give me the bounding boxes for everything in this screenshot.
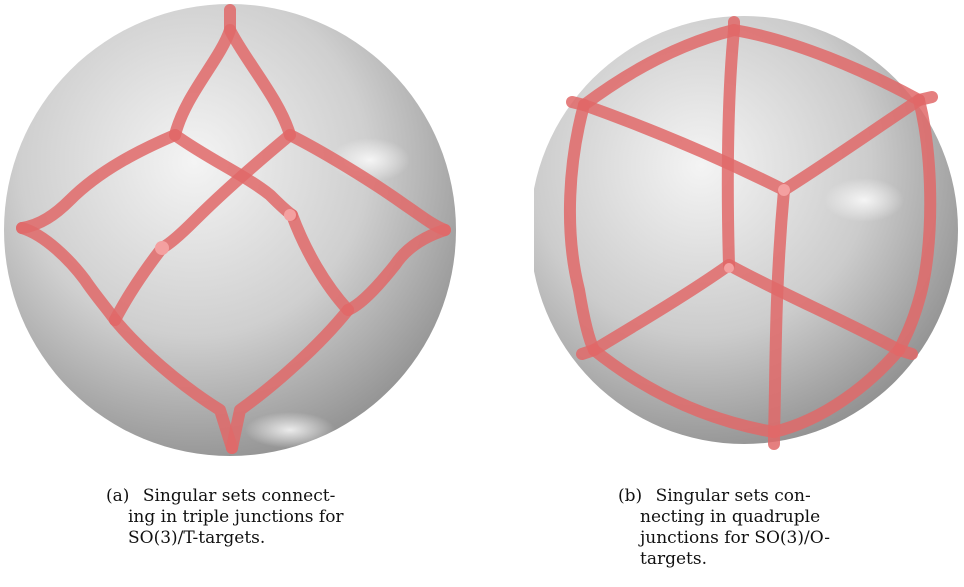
sphere-a xyxy=(4,4,456,456)
caption-b: (b) Singular sets con- necting in quadru… xyxy=(618,486,831,570)
caption-line: ing in triple junctions for xyxy=(128,507,344,527)
singular-curve xyxy=(563,99,600,356)
caption-line: targets. xyxy=(640,549,707,569)
singular-curve xyxy=(156,129,296,254)
singular-curve xyxy=(109,314,238,454)
sphere-render-b xyxy=(534,16,958,450)
singular-curve xyxy=(16,222,121,326)
singular-curve xyxy=(723,259,905,356)
caption-line: Singular sets connect- xyxy=(142,486,336,506)
singular-curve xyxy=(588,259,735,356)
caption-label: (a) xyxy=(106,486,130,506)
singular-curve xyxy=(109,242,168,326)
singular-stub xyxy=(893,344,918,360)
junction-dot xyxy=(778,184,790,196)
singular-stub xyxy=(576,344,600,360)
singular-stub xyxy=(913,91,938,106)
junction-dot xyxy=(155,241,169,255)
caption-line: Singular sets con- xyxy=(655,486,811,506)
figure-panel-a: (a) Singular sets connect- ing in triple… xyxy=(0,0,456,587)
sphere-highlight-b xyxy=(824,178,904,222)
caption-line: junctions for SO(3)/O- xyxy=(640,528,831,548)
singular-curve xyxy=(778,94,925,196)
singular-stub xyxy=(566,96,590,111)
caption-label: (b) xyxy=(618,486,643,506)
singular-curve xyxy=(893,94,937,356)
singular-curve xyxy=(286,209,354,316)
singular-curve xyxy=(721,24,740,271)
singular-curve xyxy=(16,129,181,234)
figure-panel-b: (b) Singular sets con- necting in quadru… xyxy=(534,0,964,587)
singular-set-network-b xyxy=(563,24,937,438)
caption-a: (a) Singular sets connect- ing in triple… xyxy=(106,486,376,549)
singular-curve xyxy=(342,224,451,316)
singular-curve xyxy=(224,24,296,141)
singular-curve xyxy=(768,184,790,438)
singular-curve xyxy=(284,129,451,236)
singular-curve xyxy=(578,99,790,196)
sphere-render-a xyxy=(4,4,456,456)
junction-dot xyxy=(724,263,734,273)
junction-dot xyxy=(284,209,296,221)
singular-curve xyxy=(226,304,354,454)
caption-line: necting in quadruple xyxy=(640,507,821,527)
caption-line: SO(3)/T-targets. xyxy=(128,528,266,548)
sphere-highlight-a-2 xyxy=(245,412,335,448)
sphere-b xyxy=(534,16,958,444)
